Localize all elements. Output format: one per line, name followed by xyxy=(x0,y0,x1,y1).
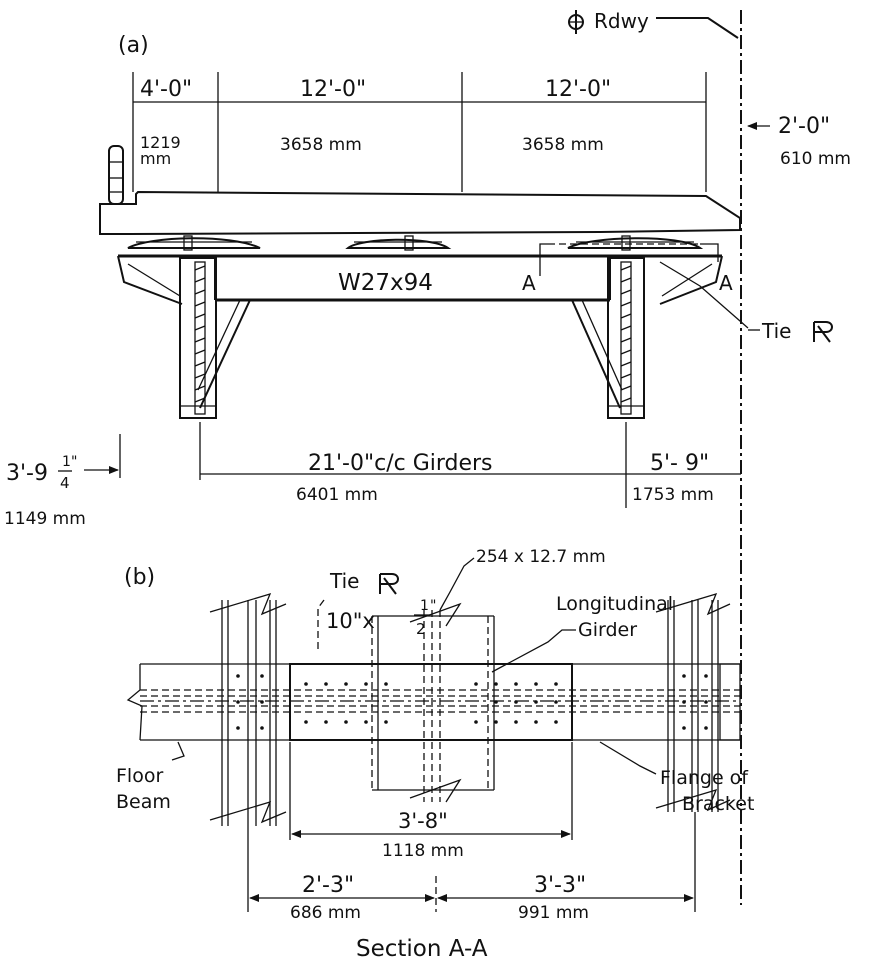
dim-3658mm-2: 3658 mm xyxy=(522,135,604,155)
tie-plate-label-b: Tie xyxy=(329,569,359,593)
dim-left-frac-den: 4 xyxy=(60,474,70,492)
plate-frac-num: 1 xyxy=(420,598,429,614)
plate-symbol-b-icon xyxy=(379,573,399,595)
left-girder-rivets xyxy=(236,674,264,730)
centerline-symbol-icon xyxy=(568,10,584,34)
section-mark-right: A xyxy=(719,271,733,295)
dim-overhang-ft: 5'- 9" xyxy=(650,451,709,476)
tie-plate-label-b-group: Tie 254 x 12.7 mm 10"x 1 2 " xyxy=(317,547,606,650)
dim-3658mm-1: 3658 mm xyxy=(280,135,362,155)
railing-post xyxy=(108,145,124,205)
dim-2ft: 2'-0" xyxy=(778,114,830,139)
part-a-label: (a) xyxy=(118,33,149,58)
right-crossing-girder xyxy=(655,592,741,812)
longitudinal-girder-plan xyxy=(371,602,495,803)
flange-label-2: Bracket xyxy=(682,793,754,815)
left-overhang-dimension: 3'-9 1 4 " 1149 mm xyxy=(4,434,121,529)
floor-beam-callout: Floor Beam xyxy=(116,741,185,813)
section-title: Section A-A xyxy=(356,936,488,962)
dim-4ft: 4'-0" xyxy=(140,77,192,102)
longitudinal-label-1: Longitudinal xyxy=(556,593,673,615)
dim-2ft3: 2'-3" xyxy=(302,873,354,898)
dim-3ft3: 3'-3" xyxy=(534,873,586,898)
tie-plate-label: Tie xyxy=(761,319,791,343)
plate-symbol-icon xyxy=(813,321,833,343)
deck-slab xyxy=(99,190,741,235)
dim-left-frac-num: 1 xyxy=(62,454,71,470)
tie-plate-callout: Tie xyxy=(659,261,833,343)
plate-size-metric: 254 x 12.7 mm xyxy=(476,547,606,567)
dim-left-ft: 3'-9 xyxy=(6,461,48,486)
longitudinal-girder-callout: Longitudinal Girder xyxy=(491,593,673,673)
dim-3ft8: 3'-8" xyxy=(398,809,448,833)
section-cut-marks: A A xyxy=(522,243,733,295)
dim-left-inch: " xyxy=(71,454,77,470)
plate-size-ft: 10"x xyxy=(326,609,375,633)
dim-girders-ft: 21'-0"c/c Girders xyxy=(308,451,493,476)
girder-spacing-dimension: 21'-0"c/c Girders 6401 mm 5'- 9" 1753 mm xyxy=(199,422,741,508)
right-girder-rivets xyxy=(682,674,708,730)
tie-plate-plan xyxy=(289,663,573,741)
left-bracket xyxy=(117,255,251,409)
dim-12ft-2: 12'-0" xyxy=(545,77,611,102)
dim-686mm: 686 mm xyxy=(290,903,361,923)
plate-length-dimension: 3'-8" 1118 mm xyxy=(289,742,573,861)
floor-label-1: Floor xyxy=(116,765,163,787)
part-b-label: (b) xyxy=(124,565,155,590)
dim-12ft-1: 12'-0" xyxy=(300,77,366,102)
left-crossing-girder xyxy=(209,592,287,826)
dim-991mm: 991 mm xyxy=(518,903,589,923)
right-dimension: 2'-0" 610 mm xyxy=(747,114,851,169)
section-mark-left: A xyxy=(522,271,536,295)
dim-1118mm: 1118 mm xyxy=(382,841,464,861)
right-girder xyxy=(607,257,645,419)
floor-beam-w27x94: W27x94 xyxy=(118,254,722,302)
plate-frac-den: 2 xyxy=(416,620,426,638)
stringers xyxy=(127,235,704,251)
dim-1753mm: 1753 mm xyxy=(632,485,714,505)
part-b-plan: (b) Tie 254 x 12.7 mm 10"x 1 2 " Longitu… xyxy=(116,547,754,962)
centerline-marker: Rdwy xyxy=(568,9,742,905)
flange-label-1: Flange of xyxy=(660,767,749,789)
plate-inch: " xyxy=(430,598,436,614)
centerline-leader xyxy=(656,17,739,39)
floor-beam-plan xyxy=(126,663,740,741)
longitudinal-label-2: Girder xyxy=(578,619,637,641)
floor-label-2: Beam xyxy=(116,791,171,813)
centerline-label: Rdwy xyxy=(594,9,649,33)
dim-6401mm: 6401 mm xyxy=(296,485,378,505)
beam-label: W27x94 xyxy=(338,270,433,296)
dim-610mm: 610 mm xyxy=(780,149,851,169)
dim-1149mm: 1149 mm xyxy=(4,509,86,529)
left-girder xyxy=(179,257,217,419)
flange-callout: Flange of Bracket xyxy=(599,741,754,815)
right-bracket xyxy=(571,255,723,409)
bottom-dimension-chain: 2'-3" 686 mm 3'-3" 991 mm xyxy=(247,812,696,923)
plate-rivets xyxy=(304,682,558,724)
